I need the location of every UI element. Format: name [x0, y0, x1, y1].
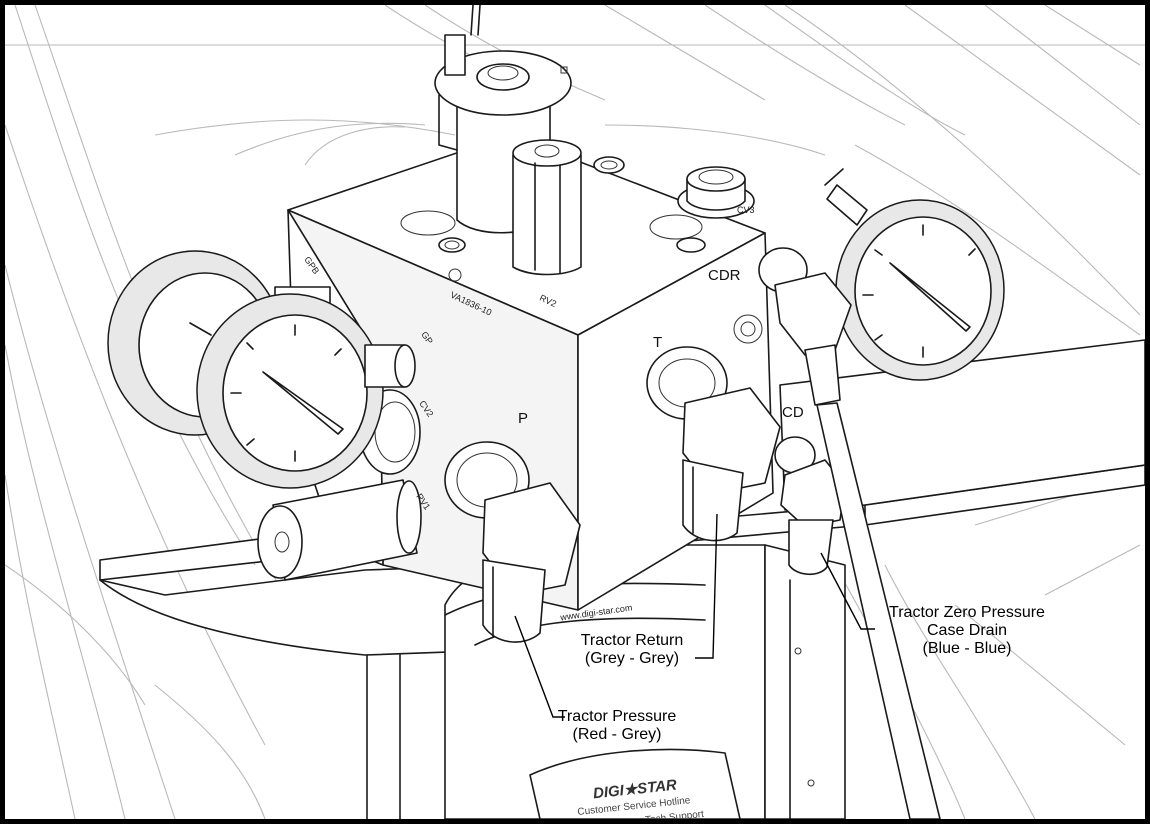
tractor-return-line1: Tractor Return	[581, 632, 684, 649]
pressure-gauge-right	[824, 168, 1005, 381]
tractor-zero-pressure-line2: Case Drain	[927, 622, 1007, 639]
callout-leaders	[514, 513, 875, 718]
cdr-fitting-hose	[758, 247, 941, 819]
port-cv3-label: CV3	[737, 205, 755, 215]
hydraulic-manifold-drawing: www.digi-star.com DIGI★STAR Customer Ser…	[5, 5, 1145, 819]
tractor-pressure-line1: Tractor Pressure	[558, 708, 677, 725]
p-fitting-elbow	[444, 441, 581, 643]
tech-support-text: Tech Support	[645, 809, 705, 819]
port-cdr-label: CDR	[708, 267, 741, 284]
tractor-pressure-line2: (Red - Grey)	[573, 726, 662, 743]
tractor-zero-pressure-line1: Tractor Zero Pressure	[889, 604, 1045, 621]
t-fitting-elbow	[646, 346, 781, 542]
callout-tractor-return: Tractor Return (Grey - Grey)	[581, 632, 684, 667]
port-cd-label: CD	[782, 404, 804, 421]
rv2-cartridge	[512, 139, 582, 276]
tractor-zero-pressure-line3: (Blue - Blue)	[923, 640, 1012, 657]
callout-tractor-pressure: Tractor Pressure (Red - Grey)	[558, 708, 677, 743]
rv1-valve	[257, 479, 422, 581]
port-p-label: P	[518, 410, 528, 427]
callout-tractor-zero-pressure: Tractor Zero Pressure Case Drain (Blue -…	[889, 604, 1045, 657]
cd-fitting-elbow	[774, 436, 846, 576]
cv3-plug	[677, 166, 755, 219]
port-t-label: T	[653, 334, 662, 351]
pressure-gauge-front	[196, 293, 416, 489]
tractor-return-line2: (Grey - Grey)	[585, 650, 679, 667]
manifold-top-details	[400, 156, 763, 344]
